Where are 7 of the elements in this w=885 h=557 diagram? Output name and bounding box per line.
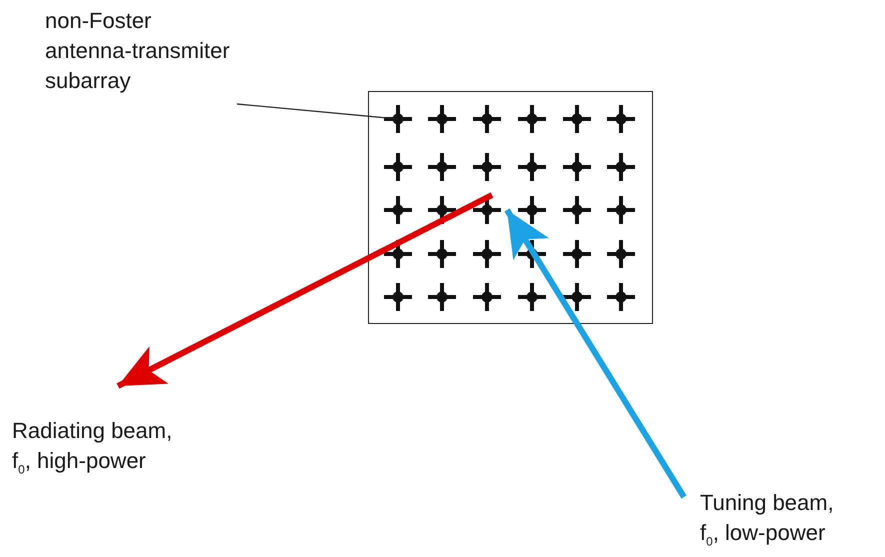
leader-line [236, 103, 398, 120]
annotation-text: non-Foster antenna-transmiter subarray [45, 7, 231, 95]
annotation-text: Tuning beam, f$_{0}$, low-power [700, 489, 835, 548]
annotation-text: Radiating beam, f$_{0}$, high-power [12, 417, 174, 476]
beam-arrow [116, 192, 494, 389]
beam-arrow [504, 208, 687, 499]
antenna-subarray-panel [368, 91, 653, 324]
